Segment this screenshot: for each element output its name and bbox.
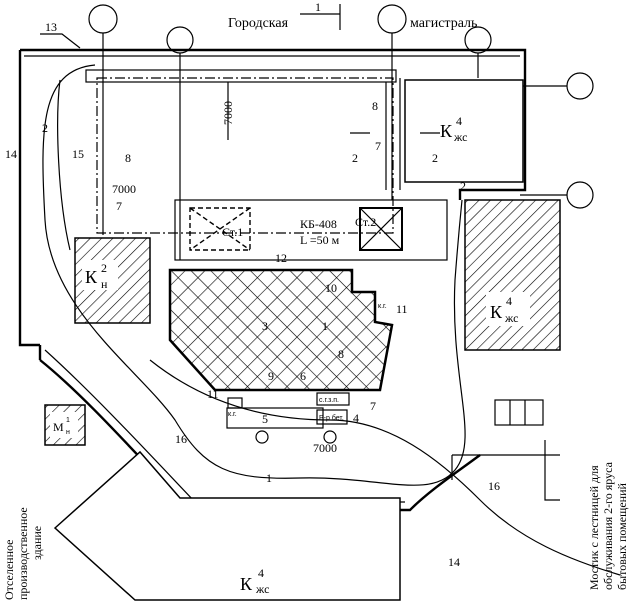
svg-text:К: К	[240, 574, 253, 594]
dimension-7000-left: 7000	[112, 182, 136, 196]
callout-7-bottom: 7	[370, 399, 376, 413]
svg-text:Мостик с лестницей для: Мостик с лестницей для	[587, 465, 601, 590]
callout-16-left: 16	[175, 432, 187, 446]
svg-text:К: К	[440, 121, 453, 141]
top-rail	[85, 69, 397, 83]
building-top-right	[404, 79, 524, 183]
callout-16-right: 16	[488, 479, 500, 493]
building-label-right: К 4 жс	[486, 292, 530, 326]
callout-14-bottom: 14	[448, 555, 460, 569]
section-mark-top: 1	[300, 0, 341, 30]
crane-stand-2-label: Ст.2	[355, 215, 376, 229]
callout-6: 6	[300, 369, 306, 383]
svg-text:бытовых помещений: бытовых помещений	[615, 482, 629, 590]
callout-11-left: 11	[207, 387, 219, 401]
domestic-premises	[451, 399, 560, 501]
svg-text:жс: жс	[453, 130, 467, 144]
section-2-left: 2	[352, 151, 358, 165]
callout-8-left: 8	[125, 151, 131, 165]
building-label-left: К 2 н	[82, 260, 118, 291]
callout-3: 3	[262, 319, 268, 333]
svg-text:4: 4	[258, 566, 264, 580]
crane-danger-zone	[96, 77, 394, 234]
callout-13: 13	[45, 20, 57, 34]
svg-text:Отселенное: Отселенное	[2, 540, 16, 601]
building-right	[464, 199, 561, 351]
callout-10: 10	[325, 281, 337, 295]
callout-5: 5	[262, 412, 268, 426]
label-sgzp: с.г.з.п.	[319, 397, 339, 404]
svg-text:н: н	[101, 277, 108, 291]
svg-text:производственное: производственное	[16, 507, 30, 600]
site-road	[42, 64, 466, 486]
callout-15: 15	[72, 147, 84, 161]
building-label-top-right: К 4 жс	[440, 114, 467, 144]
dimension-7000-bottom: 7000	[313, 441, 337, 455]
svg-text:4: 4	[506, 294, 512, 308]
building-label-bottom: К 4 жс	[240, 566, 269, 596]
callout-11-right: 11	[396, 302, 408, 316]
mortar-unit	[226, 407, 324, 429]
callout-9: 9	[268, 369, 274, 383]
svg-text:1: 1	[66, 417, 70, 424]
callout-8: 8	[338, 347, 344, 361]
crane-track-length: L =50 м	[300, 233, 340, 247]
svg-text:н: н	[66, 429, 70, 436]
svg-text:1: 1	[315, 0, 321, 14]
callout-8-top: 8	[372, 99, 378, 113]
callout-14: 14	[5, 147, 17, 161]
callout-7-left: 7	[116, 199, 122, 213]
building-under-construction	[168, 268, 394, 392]
note-resettled-building: Отселенное производственное здание	[2, 507, 44, 600]
callout-12: 12	[275, 251, 287, 265]
crane-stand-2	[359, 207, 403, 251]
street-name-left: Городская	[228, 16, 289, 31]
label-kg-left: к.г.	[228, 411, 237, 418]
svg-text:здание: здание	[30, 526, 44, 560]
crane-model: КБ-408	[300, 217, 337, 231]
callout-4: 4	[353, 411, 359, 425]
svg-text:М: М	[53, 420, 64, 434]
callout-12-right: 2	[460, 179, 466, 193]
street-name-right: магистраль	[410, 16, 477, 31]
callout-1: 1	[322, 319, 328, 333]
crane-track	[174, 199, 448, 261]
svg-text:4: 4	[456, 114, 462, 128]
svg-text:К: К	[490, 302, 503, 322]
callout-1-bottom: 1	[266, 471, 272, 485]
site-fence	[18, 48, 527, 360]
section-2-right: 2	[432, 151, 438, 165]
svg-text:жс: жс	[504, 311, 518, 325]
svg-text:2: 2	[101, 261, 107, 275]
svg-text:К: К	[85, 267, 98, 287]
label-kg-right: к.г.	[378, 303, 387, 310]
note-bridge-stairs: Мостик с лестницей для обслуживания 2-го…	[587, 461, 629, 590]
svg-text:жс: жс	[255, 582, 269, 596]
svg-text:обслуживания 2-го яруса: обслуживания 2-го яруса	[601, 461, 615, 590]
crane-stand-1-label: Ст.1	[222, 225, 243, 239]
building-bottom	[53, 450, 401, 601]
callout-7-top: 7	[375, 139, 381, 153]
label-rr: Р-р бет.	[319, 414, 344, 422]
lamp-posts	[88, 4, 594, 260]
building-label-small: М 1 н	[50, 412, 78, 438]
